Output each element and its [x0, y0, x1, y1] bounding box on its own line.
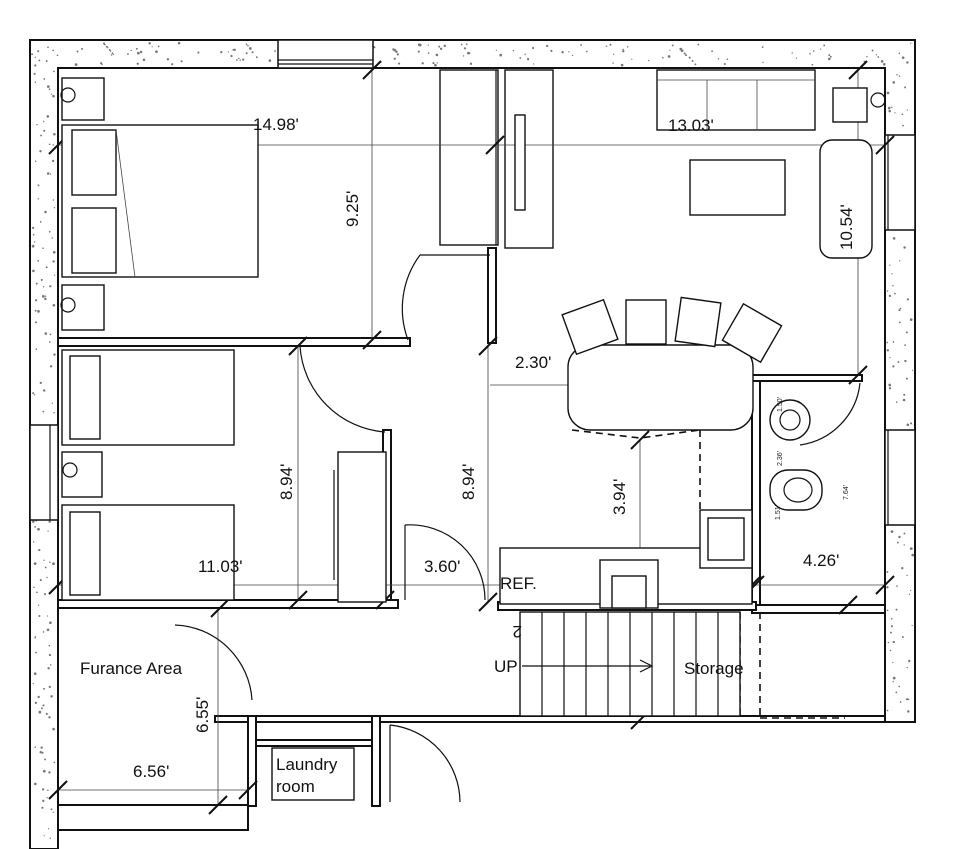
label-up: UP [494, 657, 518, 676]
bath-dim-c: 1.51' [775, 505, 782, 520]
dim-kitchen-depth: 3.94' [610, 479, 629, 515]
dim-furnace-width: 6.56' [133, 762, 169, 781]
room-labels: Furance Area Laundry room Storage REF. U… [80, 574, 744, 801]
label-storage: Storage [684, 659, 744, 678]
dim-hall-length: 8.94' [459, 464, 478, 500]
exterior-wall [29, 39, 916, 849]
right-window-lower [884, 429, 916, 526]
bathroom-fixtures [769, 399, 823, 511]
dimension-labels: 14.98' 9.25' 13.03' 10.54' 2.30' 8.94' 8… [133, 115, 856, 781]
dim-bath-width: 4.26' [803, 551, 839, 570]
dim-door-width: 3.60' [424, 557, 460, 576]
left-window [29, 424, 59, 521]
dim-bedroom1-depth: 9.25' [343, 191, 362, 227]
bath-dim-a: 1.50' [777, 397, 784, 412]
bath-dim-d: 7.64' [843, 485, 850, 500]
dim-bedroom2-depth: 8.94' [277, 464, 296, 500]
dim-living-depth: 10.54' [837, 204, 856, 250]
label-room: room [276, 777, 315, 796]
label-furnace-area: Furance Area [80, 659, 183, 678]
label-stair-mark: 2 [513, 622, 522, 641]
doors [174, 254, 861, 803]
kitchen-counter [499, 430, 753, 609]
dim-bedroom1-width: 14.98' [253, 115, 299, 134]
living-furniture [514, 69, 886, 259]
kitchen-island [561, 296, 783, 439]
dim-bedroom2-width: 11.03' [198, 557, 243, 576]
bedroom2-furniture [61, 349, 387, 603]
dim-living-width: 13.03' [668, 116, 714, 135]
right-window [884, 134, 916, 231]
top-window [277, 39, 374, 69]
dim-furnace-depth: 6.55' [193, 697, 212, 733]
staircase [519, 611, 741, 717]
label-ref: REF. [500, 574, 537, 593]
bath-dim-b: 2.36' [777, 451, 784, 466]
bedroom1-furniture [60, 77, 259, 331]
bath-small-dims: 1.50' 2.36' 1.51' 7.64' [775, 397, 850, 520]
dimension-ticks [48, 60, 895, 815]
dim-hall-width: 2.30' [515, 353, 551, 372]
label-laundry: Laundry [276, 755, 338, 774]
